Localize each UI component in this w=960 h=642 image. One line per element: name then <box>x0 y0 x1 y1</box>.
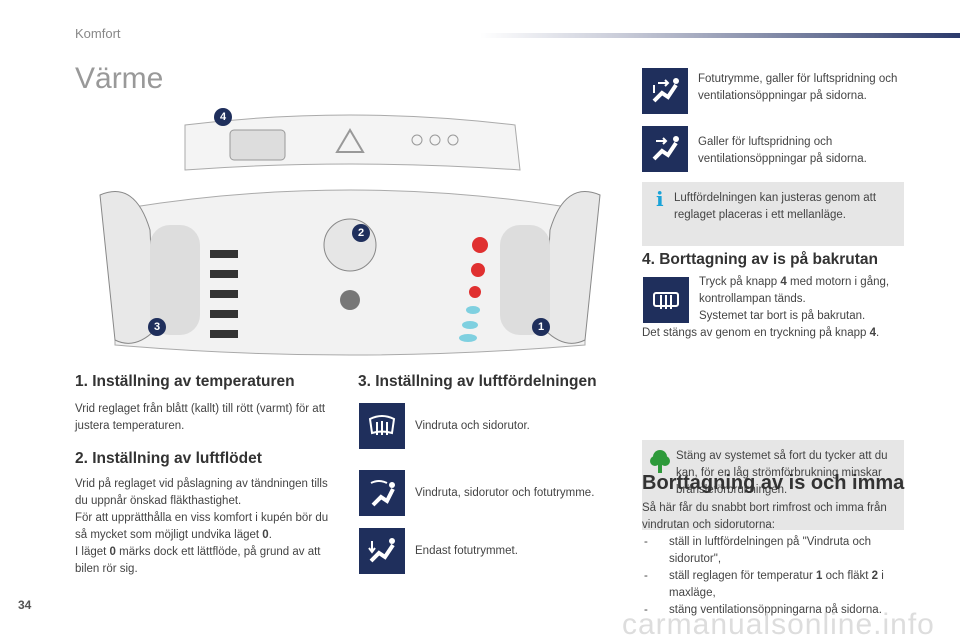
info-icon: i <box>656 187 664 211</box>
item-text: Fotutrymme, galler för luftspridning och… <box>698 73 898 102</box>
distribution-item: Vindruta, sidorutor och fotutrymme. <box>359 470 594 516</box>
section-title: 3. Inställning av luftfördelningen <box>358 373 597 390</box>
section-text: I läget 0 märks dock ett lättflöde, på g… <box>75 546 321 575</box>
item-text: Galler för luftspridning och ventilation… <box>698 136 867 165</box>
step-item: ställ in luftfördelningen på "Vindruta o… <box>642 534 907 568</box>
distribution-item: Fotutrymme, galler för luftspridning och… <box>642 68 907 114</box>
feet-vents-icon <box>642 68 688 114</box>
watermark: carmanualsonline.info <box>622 608 935 641</box>
section-temperature: 1. Inställning av temperaturen Vrid regl… <box>75 373 337 435</box>
header-rule <box>480 33 960 38</box>
info-box: i Luftfördelningen kan justeras genom at… <box>642 182 904 246</box>
item-text: Endast fotutrymmet. <box>415 544 518 557</box>
callout-4: 4 <box>214 108 232 126</box>
callout-2: 2 <box>352 224 370 242</box>
section-text: Tryck på knapp 4 med motorn i gång, kont… <box>699 276 890 305</box>
info-text: Luftfördelningen kan justeras genom att … <box>674 192 877 221</box>
vents-icon <box>642 126 688 172</box>
distribution-item: Endast fotutrymmet. <box>359 528 518 574</box>
section-title: Borttagning av is och imma <box>642 472 905 494</box>
distribution-item: Vindruta och sidorutor. <box>359 403 530 449</box>
tree-icon <box>650 450 670 473</box>
callout-3: 3 <box>148 318 166 336</box>
eco-text: Stäng av systemet så fort du tycker att … <box>676 450 888 496</box>
windshield-defrost-icon <box>359 403 405 449</box>
page-number: 34 <box>18 598 32 612</box>
eco-tip-box: Stäng av systemet så fort du tycker att … <box>642 440 904 530</box>
rear-defrost-icon <box>643 277 689 323</box>
distribution-item: Galler för luftspridning och ventilation… <box>642 126 907 172</box>
section-rear-defrost: Tryck på knapp 4 med motorn i gång, kont… <box>642 274 906 342</box>
step-item: stäng ventilationsöppningarna på sidorna… <box>642 602 907 619</box>
section-header: Komfort <box>75 26 121 41</box>
callout-1: 1 <box>532 318 550 336</box>
section-airflow: 2. Inställning av luftflödet Vrid på reg… <box>75 450 337 578</box>
section-title: 4. Borttagning av is på bakrutan <box>642 251 878 268</box>
section-title: 2. Inställning av luftflödet <box>75 450 262 467</box>
section-text: Vrid reglaget från blått (kallt) till rö… <box>75 403 326 432</box>
item-text: Vindruta, sidorutor och fotutrymme. <box>415 486 595 499</box>
steps-list: ställ in luftfördelningen på "Vindruta o… <box>642 534 907 619</box>
section-defog: Så här får du snabbt bort rimfrost och i… <box>642 500 907 619</box>
section-text: Systemet tar bort is på bakrutan. <box>699 310 866 322</box>
item-text: Vindruta och sidorutor. <box>415 419 530 432</box>
feet-icon <box>359 528 405 574</box>
windshield-feet-icon <box>359 470 405 516</box>
section-text: Vrid på reglaget vid påslagning av tändn… <box>75 478 328 507</box>
section-text: Det stängs av genom en tryckning på knap… <box>642 327 880 339</box>
heater-panel-illustration <box>99 114 601 356</box>
section-title: 1. Inställning av temperaturen <box>75 373 295 390</box>
section-text: Så här får du snabbt bort rimfrost och i… <box>642 502 887 531</box>
page-title: Värme <box>75 62 164 95</box>
section-text: För att upprätthålla en viss komfort i k… <box>75 512 329 541</box>
step-item: ställ reglagen för temperatur 1 och fläk… <box>642 568 907 602</box>
